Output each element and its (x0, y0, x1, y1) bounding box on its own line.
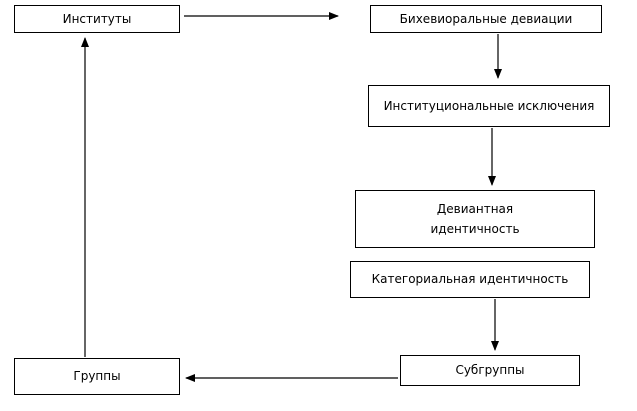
node-subgroups-label: Субгруппы (455, 363, 525, 378)
node-institutes-label: Институты (62, 11, 132, 26)
node-groups: Группы (14, 358, 180, 395)
node-categorical-identity: Категориальная идентичность (350, 261, 590, 298)
node-categorical-identity-label: Категориальная идентичность (371, 272, 569, 287)
node-institutional-exclusions: Институциональные исключения (368, 85, 610, 127)
node-deviant-identity-label-line2: идентичность (430, 221, 520, 236)
node-subgroups: Субгруппы (400, 355, 580, 386)
node-behavioral-deviations: Бихевиоральные девиации (370, 5, 602, 33)
node-deviant-identity-label-line1: Девиантная (436, 202, 514, 217)
node-institutes: Институты (14, 5, 180, 33)
node-deviant-identity: Девиантная идентичность (355, 190, 595, 248)
node-institutional-exclusions-label: Институциональные исключения (383, 98, 595, 113)
node-behavioral-deviations-label: Бихевиоральные девиации (399, 11, 573, 26)
node-groups-label: Группы (73, 369, 121, 384)
